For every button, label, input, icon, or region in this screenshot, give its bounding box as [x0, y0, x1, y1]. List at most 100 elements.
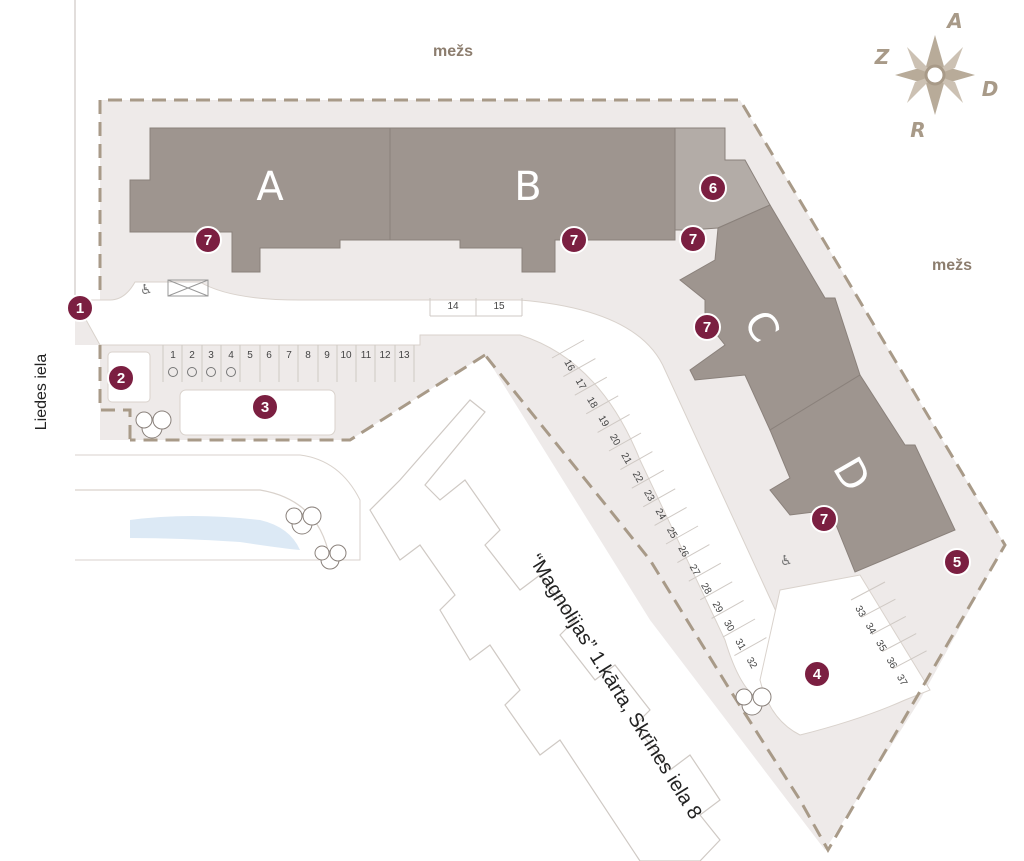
parking-3: 3 [208, 350, 214, 361]
parking-divider [563, 358, 596, 378]
parking-29: 29 [710, 600, 725, 616]
marker-circle[interactable] [943, 548, 971, 576]
tree-icon [735, 687, 772, 716]
marker-number: 5 [953, 554, 961, 571]
parking-12: 12 [379, 350, 391, 361]
parking-road-spots [429, 298, 523, 317]
marker-number: 2 [117, 370, 125, 387]
marker-circle[interactable] [560, 226, 588, 254]
parking-divider [861, 598, 896, 618]
marker-7[interactable]: 7 [810, 505, 838, 533]
marker-7[interactable]: 7 [194, 226, 222, 254]
parking-9: 9 [324, 350, 330, 361]
marker-6[interactable]: 6 [699, 174, 727, 202]
marker-number: 7 [204, 232, 212, 249]
parking-row-top [162, 345, 415, 382]
marker-circle[interactable] [251, 393, 279, 421]
accessibility-icon: ♿ [140, 282, 153, 298]
parking-20: 20 [607, 432, 622, 448]
parking-25: 25 [664, 525, 679, 541]
marker-number: 4 [813, 666, 822, 683]
marker-number: 7 [820, 511, 828, 528]
parking-13: 13 [398, 350, 410, 361]
parking-21: 21 [618, 451, 633, 467]
parking-divider [711, 599, 744, 619]
parking-16: 16 [561, 358, 576, 374]
neighbor-building-outline [369, 399, 721, 861]
marker-circle[interactable] [693, 313, 721, 341]
tree-icon [285, 506, 322, 535]
parking-divider [608, 432, 642, 452]
marker-7[interactable]: 7 [560, 226, 588, 254]
parking-divider [654, 506, 687, 526]
gate-icon [167, 279, 209, 297]
parking-1: 1 [170, 350, 176, 361]
parking-2: 2 [189, 350, 195, 361]
marker-1[interactable]: 1 [66, 294, 94, 322]
marker-number: 3 [261, 399, 269, 416]
parking-14: 14 [447, 301, 459, 312]
pond [130, 516, 300, 550]
site-boundary-left [98, 345, 132, 440]
parking-30: 30 [721, 618, 736, 634]
parking-divider [850, 581, 886, 601]
ev-charging-icon [168, 367, 236, 377]
compass-north: A [945, 9, 962, 33]
marker-4[interactable]: 4 [803, 660, 831, 688]
marker-circle[interactable] [810, 505, 838, 533]
marker-circle[interactable] [679, 225, 707, 253]
tree-icon [314, 544, 347, 570]
parking-divider [734, 637, 767, 657]
parking-divider [722, 618, 756, 638]
marker-7[interactable]: 7 [679, 225, 707, 253]
compass-west: Z [874, 45, 890, 69]
marker-7[interactable]: 7 [693, 313, 721, 341]
building-c-shape[interactable] [679, 204, 861, 431]
building-b-label: B [514, 164, 541, 210]
building-d-shape[interactable] [769, 374, 956, 573]
marker-5[interactable]: 5 [943, 548, 971, 576]
parking-24: 24 [653, 507, 668, 523]
parking-22: 22 [630, 470, 645, 486]
marker-circle[interactable] [194, 226, 222, 254]
parking-6: 6 [266, 350, 272, 361]
parking-divider [871, 615, 907, 635]
marker-circle[interactable] [66, 294, 94, 322]
parking-32: 32 [744, 656, 759, 672]
parking-divider [677, 544, 710, 564]
compass-rose-icon [895, 35, 975, 115]
parking-5: 5 [247, 350, 253, 361]
compass-south: R [910, 118, 925, 142]
accessibility-icon: ♿ [780, 553, 793, 569]
site-boundary [98, 98, 1007, 854]
parking-divider [585, 395, 619, 415]
forest-label-right: mežs [932, 257, 972, 274]
marker-number: 7 [570, 232, 578, 249]
site-boundary-lower [130, 353, 486, 442]
parking-divider [631, 469, 665, 489]
tree-icon [135, 410, 172, 439]
marker-circle[interactable] [699, 174, 727, 202]
marker-3[interactable]: 3 [251, 393, 279, 421]
parking-10: 10 [340, 350, 352, 361]
marker-2[interactable]: 2 [107, 364, 135, 392]
parking-31: 31 [732, 637, 747, 653]
parking-divider [688, 562, 722, 582]
marker-circle[interactable] [107, 364, 135, 392]
marker-number: 6 [709, 180, 717, 197]
parking-divider [699, 581, 733, 601]
parking-26: 26 [675, 544, 690, 560]
building-a-shape[interactable] [129, 127, 391, 273]
parking-23: 23 [641, 488, 656, 504]
lower-path [75, 454, 361, 561]
marker-circle[interactable] [803, 660, 831, 688]
parking-19: 19 [596, 414, 611, 430]
marker-number: 1 [76, 300, 84, 317]
parking-28: 28 [698, 581, 713, 597]
parking-11: 11 [361, 350, 372, 361]
parking-divider [620, 451, 653, 471]
